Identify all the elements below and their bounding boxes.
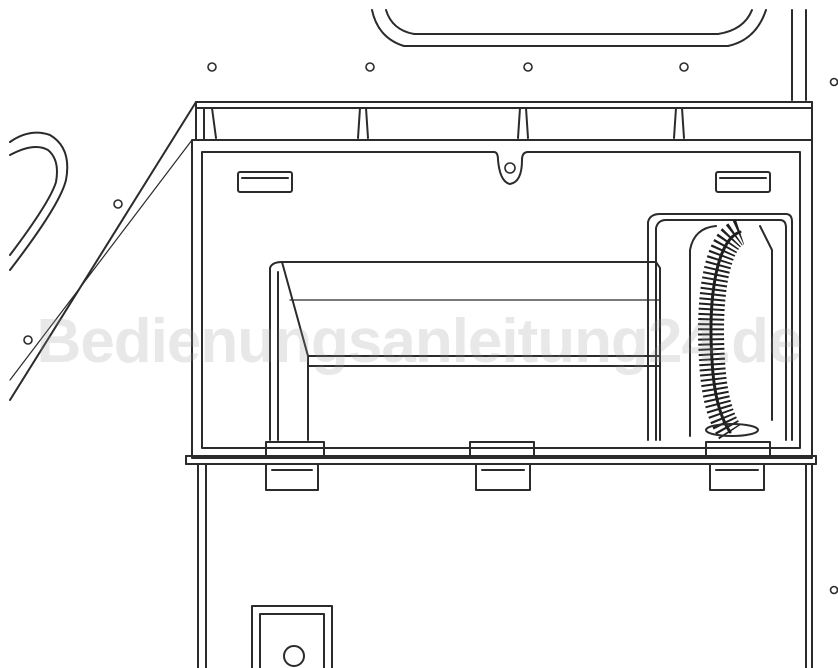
filter-housing [269, 261, 661, 441]
screw-hole-icon [23, 62, 838, 595]
handle-recess [9, 131, 69, 271]
upper-ledge [195, 101, 813, 141]
hose-compartment [647, 213, 793, 441]
mounting-tab [265, 441, 771, 491]
corrugated-drain-hose [698, 219, 759, 440]
top-window-frame [371, 9, 807, 101]
diagonal-edge [9, 101, 197, 401]
lower-body [197, 463, 813, 668]
